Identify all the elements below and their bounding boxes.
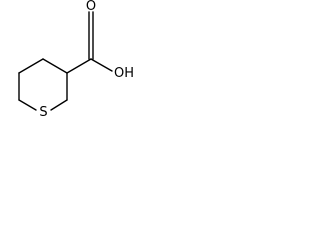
bond-c3-carboxyl — [66, 58, 92, 74]
ring-bond-c4-c5 — [18, 58, 44, 74]
ring-bond-c6-s — [18, 99, 37, 111]
sulfur-label: S — [39, 105, 47, 120]
chemical-structure: S OH O — [18, 0, 134, 120]
carbonyl-oxygen-label: O — [86, 0, 96, 14]
bond-c-oh — [90, 58, 113, 72]
ring-bond-s-c2 — [50, 99, 68, 111]
hydroxyl-label: OH — [114, 66, 134, 81]
ring-bond-c3-c4 — [42, 58, 68, 74]
